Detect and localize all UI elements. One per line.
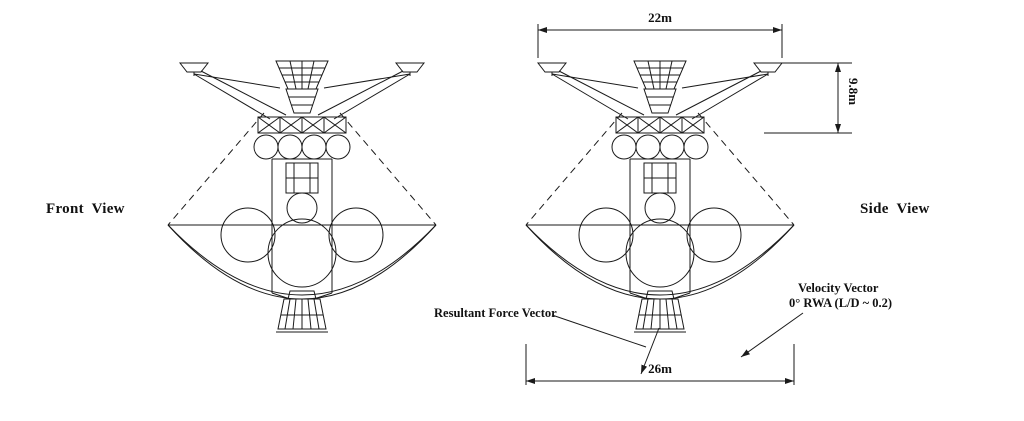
side-view-drawing bbox=[525, 60, 795, 333]
spacecraft-line-art-side bbox=[525, 60, 795, 333]
front-view-drawing bbox=[167, 60, 437, 333]
resultant-force-label: Resultant Force Vector bbox=[434, 306, 557, 320]
bottom-width-dimension: 26m bbox=[525, 344, 795, 385]
resultant-force-annotation: Resultant Force Vector bbox=[434, 306, 660, 375]
top-width-dimension-label: 22m bbox=[648, 10, 672, 25]
side-view-label: Side View bbox=[860, 201, 930, 217]
right-height-dimension-label: 9.8m bbox=[846, 78, 861, 105]
spacecraft-line-art-front bbox=[167, 60, 437, 333]
front-view-label: Front View bbox=[46, 201, 125, 217]
leader-line bbox=[551, 314, 647, 348]
right-height-dimension: 9.8m bbox=[764, 62, 861, 134]
resultant-force-vector-arrow bbox=[640, 327, 660, 375]
bottom-width-dimension-label: 26m bbox=[648, 361, 672, 376]
velocity-vector-label: Velocity Vector bbox=[798, 281, 879, 295]
velocity-annotation: Velocity Vector 0° RWA (L/D ~ 0.2) bbox=[740, 281, 892, 358]
top-width-dimension: 22m bbox=[537, 10, 783, 58]
velocity-vector-arrow bbox=[740, 312, 804, 358]
rwa-label: 0° RWA (L/D ~ 0.2) bbox=[789, 296, 892, 310]
